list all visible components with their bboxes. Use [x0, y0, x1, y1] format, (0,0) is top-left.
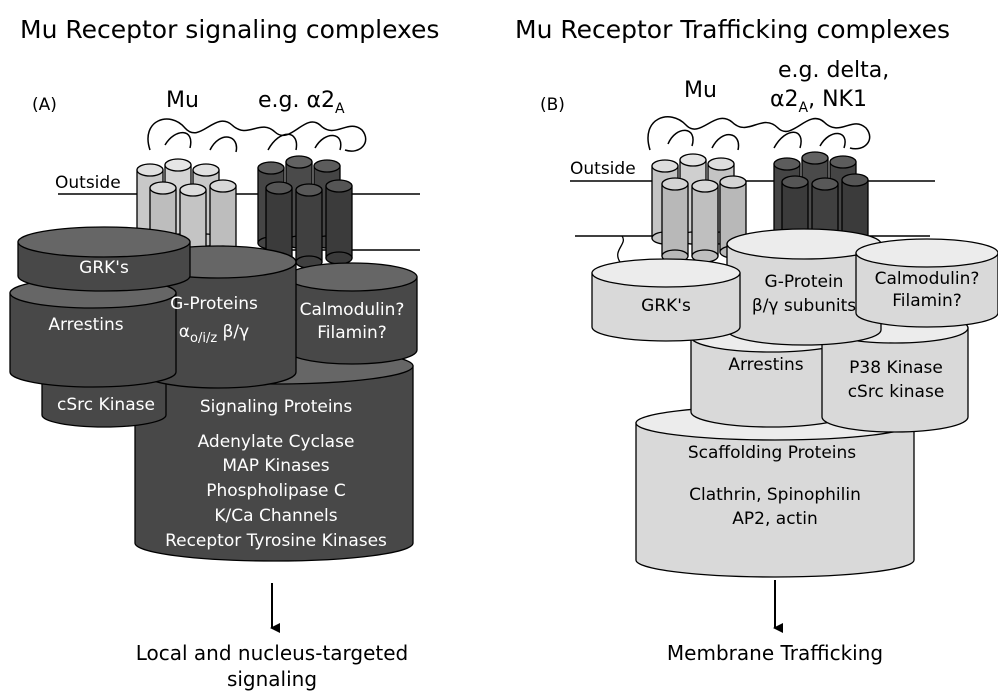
outside-label-a: Outside — [55, 173, 121, 193]
calmodulin-label-a: Calmodulin? — [300, 300, 405, 320]
grk-label-a: GRK's — [79, 258, 129, 278]
signaling-item: Adenylate Cyclase — [198, 432, 355, 452]
intracellular-tail-b — [617, 235, 624, 263]
g-proteins-label-a: G-Proteins — [170, 294, 258, 314]
receptor-alpha2a-nk1-label: α2A, NK1 — [770, 87, 867, 116]
g-proteins-subunits-label-a: αo/i/z β/γ — [179, 322, 249, 346]
panel-b-title: Mu Receptor Trafficking complexes — [515, 15, 950, 44]
receptor-mu-label-b: Mu — [684, 78, 717, 103]
panel-b: Mu Receptor Trafficking complexes (B) Mu… — [515, 15, 998, 665]
outside-label-b: Outside — [570, 159, 636, 179]
csrc-kinase-label-a: cSrc Kinase — [57, 395, 155, 415]
signaling-proteins-title: Signaling Proteins — [200, 397, 353, 417]
panel-a-title: Mu Receptor signaling complexes — [20, 15, 439, 44]
extracellular-loops-b — [647, 116, 871, 151]
receptor-mu-label: Mu — [166, 88, 199, 113]
grk-cylinder-a — [17, 226, 191, 292]
g-protein-cylinder-b — [726, 228, 882, 346]
caption-a-line2: signaling — [227, 667, 317, 691]
filamin-label-a: Filamin? — [317, 323, 387, 343]
panel-b-label: (B) — [540, 95, 565, 115]
grk-cylinder-b — [591, 258, 741, 342]
receptor-alpha2a-label: e.g. α2A — [258, 88, 345, 117]
signaling-item: K/Ca Channels — [214, 506, 337, 526]
p38-kinase-label: P38 Kinase — [849, 358, 943, 378]
grk-label-b: GRK's — [641, 296, 691, 316]
signaling-item: MAP Kinases — [222, 456, 329, 476]
signaling-item: Phospholipase C — [206, 481, 346, 501]
scaffold-item: AP2, actin — [732, 509, 817, 529]
mu-receptor-helices-a — [136, 158, 237, 263]
panel-a: Mu Receptor signaling complexes (A) Mu e… — [9, 15, 439, 691]
calmodulin-cylinder-b — [855, 238, 998, 328]
receptor-delta-label: e.g. delta, — [778, 58, 889, 83]
caption-a-line1: Local and nucleus-targeted — [136, 641, 409, 665]
panel-a-label: (A) — [32, 95, 57, 115]
calmodulin-label-b: Calmodulin? — [875, 269, 980, 289]
extracellular-loops-a — [147, 118, 367, 153]
signaling-item: Receptor Tyrosine Kinases — [165, 531, 387, 551]
mu-receptor-helices-b — [651, 153, 747, 263]
csrc-kinase-label-b: cSrc kinase — [848, 382, 945, 402]
scaffold-item: Clathrin, Spinophilin — [689, 485, 861, 505]
calmodulin-cylinder-a — [286, 262, 418, 365]
g-protein-subunits-label-b: β/γ subunits — [752, 296, 856, 316]
arrestins-label-b: Arrestins — [728, 355, 803, 375]
scaffolding-proteins-title: Scaffolding Proteins — [688, 443, 856, 463]
filamin-label-b: Filamin? — [892, 291, 962, 311]
g-protein-label-b: G-Protein — [765, 272, 844, 292]
arrestins-label-a: Arrestins — [48, 315, 123, 335]
caption-b: Membrane Trafficking — [667, 641, 883, 665]
